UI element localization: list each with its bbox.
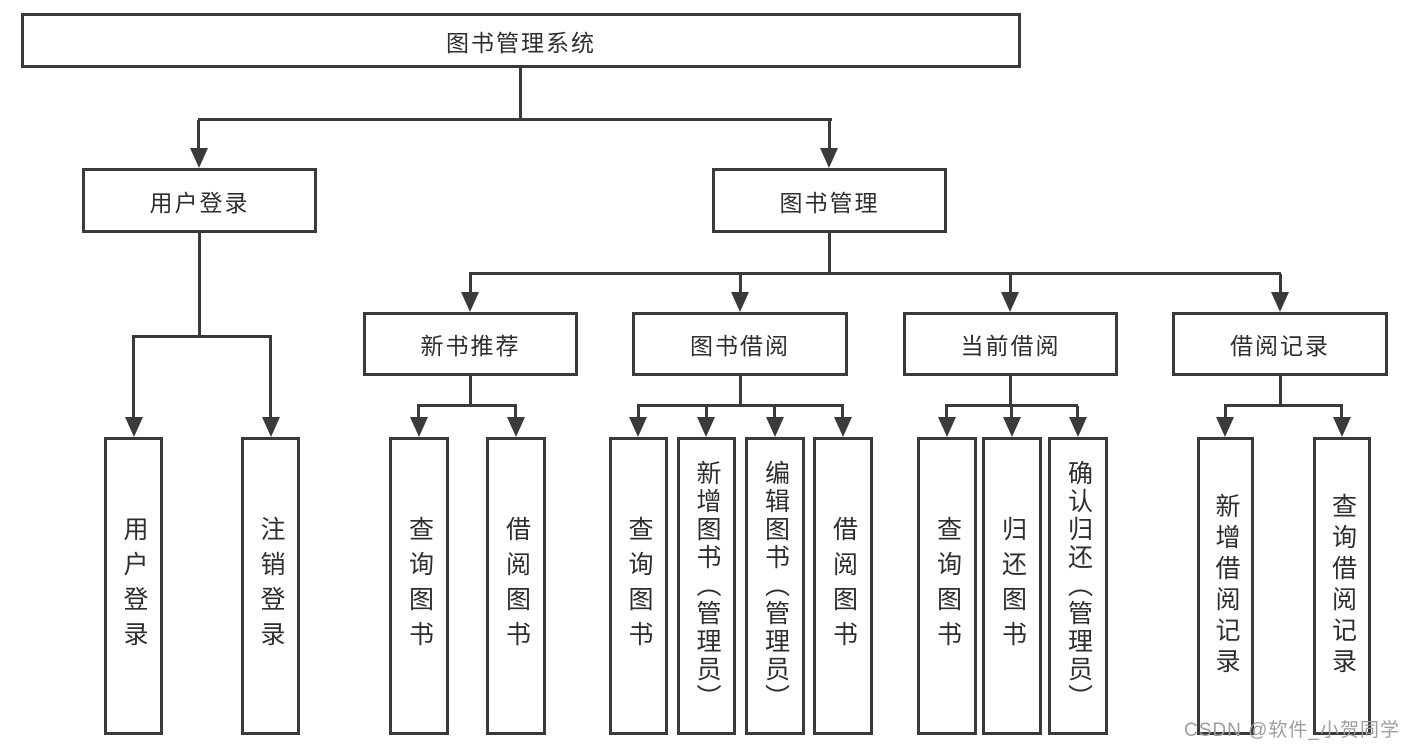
leaf-cb-return-books: 归还图书 [982, 437, 1042, 735]
leaf-cb-confirm-return-admin: 确认归还（管理员） [1048, 437, 1108, 735]
arrow-down-icon [697, 417, 715, 437]
leaf-label: 新增图书（管理员） [693, 460, 721, 712]
arrow-down-icon [1069, 417, 1087, 437]
connector-line [198, 233, 201, 338]
leaf-label: 查询借阅记录 [1328, 493, 1357, 679]
arrow-down-icon [410, 417, 428, 437]
node-root: 图书管理系统 [21, 13, 1021, 68]
arrow-down-icon [461, 292, 479, 312]
connector-line [1224, 406, 1227, 419]
arrow-down-icon [190, 148, 208, 168]
connector-line [828, 120, 831, 152]
leaf-bb-add-books-admin: 新增图书（管理员） [677, 437, 736, 735]
leaf-label: 借阅图书 [502, 516, 531, 656]
connector-line [1009, 274, 1012, 294]
connector-line [198, 118, 832, 121]
arrow-down-icon [1001, 292, 1019, 312]
node-book-borrow: 图书借阅 [632, 312, 848, 376]
connector-line [132, 335, 272, 338]
connector-line [197, 120, 200, 152]
leaf-bb-borrow-books: 借阅图书 [813, 437, 873, 735]
arrow-down-icon [1271, 292, 1289, 312]
leaf-nb-borrow-books: 借阅图书 [486, 437, 546, 735]
connector-line [1010, 406, 1013, 419]
connector-line [1279, 274, 1282, 294]
leaf-label: 查询图书 [625, 516, 653, 656]
connector-line [519, 68, 522, 121]
leaf-label: 归还图书 [998, 516, 1027, 656]
connector-line [637, 406, 640, 419]
connector-line [1279, 376, 1282, 407]
leaf-label: 确认归还（管理员） [1064, 460, 1093, 712]
leaf-bb-edit-books-admin: 编辑图书（管理员） [745, 437, 805, 735]
arrow-down-icon [507, 417, 525, 437]
leaf-br-query-record: 查询借阅记录 [1313, 437, 1371, 735]
leaf-bb-query-books: 查询图书 [609, 437, 668, 735]
leaf-logout: 注销登录 [241, 437, 300, 735]
connector-line [828, 233, 831, 275]
connector-line [514, 406, 517, 419]
connector-line [705, 406, 708, 419]
leaf-label: 用户登录 [120, 516, 148, 656]
connector-line [739, 274, 742, 294]
arrow-down-icon [262, 417, 280, 437]
connector-line [739, 376, 742, 407]
connector-line [417, 406, 420, 419]
connector-line [945, 404, 1078, 407]
arrow-down-icon [834, 417, 852, 437]
leaf-label: 查询图书 [405, 516, 434, 656]
arrow-down-icon [820, 148, 838, 168]
arrow-down-icon [938, 417, 956, 437]
csdn-watermark: CSDN @软件_小贺同学 [1184, 720, 1400, 741]
leaf-label: 查询图书 [933, 516, 962, 656]
leaf-label: 编辑图书（管理员） [761, 460, 790, 712]
connector-line [1009, 376, 1012, 407]
connector-line [773, 406, 776, 419]
connector-line [417, 404, 517, 407]
leaf-label: 借阅图书 [829, 516, 858, 656]
connector-line [1224, 404, 1343, 407]
connector-line [469, 274, 472, 294]
arrow-down-icon [1333, 417, 1351, 437]
node-user-login: 用户登录 [82, 168, 317, 233]
connector-line [132, 337, 135, 419]
arrow-down-icon [629, 417, 647, 437]
leaf-nb-query-books: 查询图书 [389, 437, 449, 735]
leaf-cb-query-books: 查询图书 [917, 437, 977, 735]
node-new-book-recommend: 新书推荐 [363, 312, 578, 376]
leaf-label: 新增借阅记录 [1212, 493, 1240, 679]
connector-line [1340, 406, 1343, 419]
leaf-user-login: 用户登录 [104, 437, 163, 735]
connector-line [841, 406, 844, 419]
arrow-down-icon [1003, 417, 1021, 437]
connector-line [469, 376, 472, 407]
connector-line [945, 406, 948, 419]
node-current-borrow: 当前借阅 [903, 312, 1118, 376]
node-book-management: 图书管理 [712, 168, 947, 233]
leaf-br-add-record: 新增借阅记录 [1197, 437, 1254, 735]
connector-line [469, 272, 1281, 275]
connector-line [269, 337, 272, 419]
arrow-down-icon [125, 417, 143, 437]
leaf-label: 注销登录 [257, 516, 285, 656]
arrow-down-icon [1216, 417, 1234, 437]
arrow-down-icon [766, 417, 784, 437]
arrow-down-icon [731, 292, 749, 312]
connector-line [1076, 406, 1079, 419]
node-borrow-records: 借阅记录 [1172, 312, 1388, 376]
connector-line [637, 404, 844, 407]
